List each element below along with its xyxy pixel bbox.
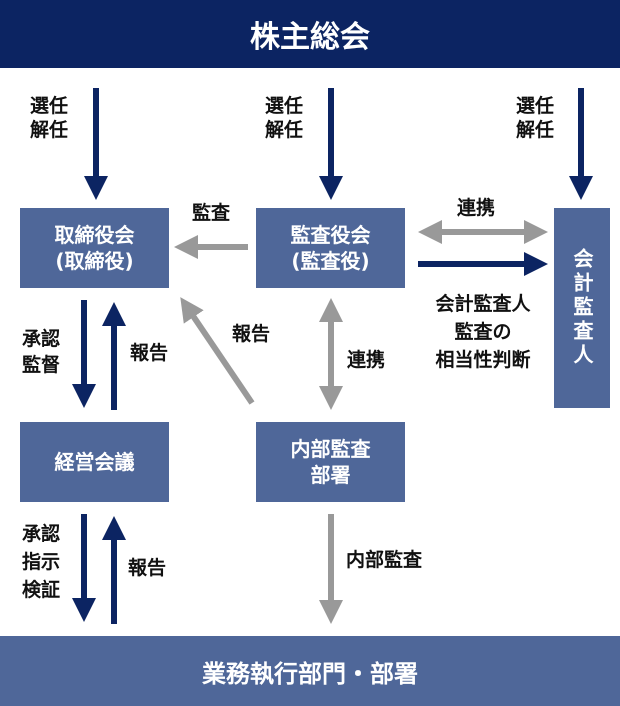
label-elect-1-line2: 解任 bbox=[30, 119, 69, 141]
label-approve-instruct-verify-line3: 検証 bbox=[22, 579, 61, 601]
label-elect-2: 選任 解任 bbox=[265, 94, 303, 142]
label-audit: 監査 bbox=[192, 202, 231, 224]
label-accounting-judgment-line3: 相当性判断 bbox=[435, 349, 531, 371]
audit-board-box: 監査役会 (監査役) bbox=[256, 208, 405, 288]
internal-audit-subtitle: 部署 bbox=[310, 463, 351, 487]
internal-audit-box: 内部監査 部署 bbox=[256, 422, 405, 502]
board-box: 取締役会 (取締役) bbox=[20, 208, 169, 288]
audit-board-subtitle: (監査役) bbox=[291, 249, 370, 273]
label-approve-instruct-verify: 承認 指示 検証 bbox=[22, 520, 60, 604]
label-elect-1-line1: 選任 bbox=[30, 95, 69, 117]
label-elect-3-line2: 解任 bbox=[516, 119, 555, 141]
label-elect-3-line1: 選任 bbox=[516, 95, 555, 117]
top-banner: 株主総会 bbox=[0, 0, 620, 68]
label-elect-3: 選任 解任 bbox=[516, 94, 554, 142]
label-internal-audit-flow: 内部監査 bbox=[346, 549, 423, 571]
board-subtitle: (取締役) bbox=[55, 249, 134, 273]
label-approve-supervise-line2: 監督 bbox=[22, 354, 61, 376]
label-cooperation-2: 連携 bbox=[347, 349, 386, 371]
board-title: 取締役会 bbox=[54, 223, 135, 247]
audit-board-title: 監査役会 bbox=[290, 223, 371, 247]
label-elect-2-line2: 解任 bbox=[265, 119, 304, 141]
accounting-auditor-box: 会計監査人 bbox=[554, 208, 610, 408]
internal-audit-title: 内部監査 bbox=[290, 437, 371, 461]
label-approve-instruct-verify-line1: 承認 bbox=[22, 523, 61, 545]
accounting-auditor-label: 会計監査人 bbox=[570, 248, 594, 368]
label-accounting-judgment-line2: 監査の bbox=[454, 321, 512, 343]
label-accounting-judgment-line1: 会計監査人 bbox=[435, 293, 531, 315]
label-report-1: 報告 bbox=[130, 342, 169, 364]
arrow-report-2 bbox=[180, 297, 255, 405]
label-approve-supervise-line1: 承認 bbox=[22, 328, 61, 350]
bottom-banner-title: 業務執行部門・部署 bbox=[202, 659, 418, 688]
label-report-3: 報告 bbox=[128, 557, 167, 579]
management-meeting-box: 経営会議 bbox=[20, 422, 169, 502]
label-approve-supervise: 承認 監督 bbox=[22, 326, 60, 378]
top-banner-title: 株主総会 bbox=[250, 20, 370, 55]
management-meeting-label: 経営会議 bbox=[54, 450, 135, 474]
label-accounting-judgment: 会計監査人 監査の 相当性判断 bbox=[418, 290, 548, 374]
label-report-2: 報告 bbox=[232, 323, 271, 345]
label-approve-instruct-verify-line2: 指示 bbox=[22, 551, 61, 573]
label-cooperation-1: 連携 bbox=[457, 197, 496, 219]
label-elect-1: 選任 解任 bbox=[30, 94, 68, 142]
label-elect-2-line1: 選任 bbox=[265, 95, 304, 117]
bottom-banner: 業務執行部門・部署 bbox=[0, 636, 620, 706]
